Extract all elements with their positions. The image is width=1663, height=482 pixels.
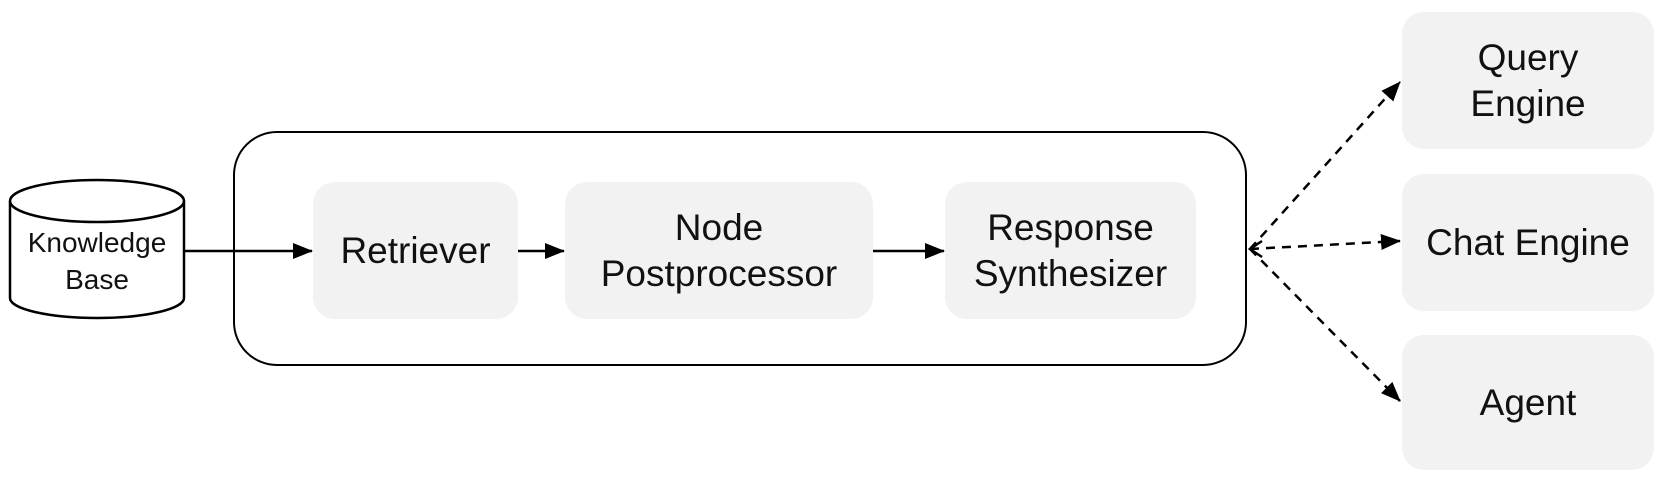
arrow-to-agent — [1249, 248, 1401, 402]
query-engine-node: Query Engine — [1402, 12, 1654, 149]
query-pipeline-container — [233, 131, 1247, 366]
arrow-origin-tick — [1247, 239, 1263, 259]
knowledge-base-cylinder — [8, 178, 186, 320]
chat-engine-node: Chat Engine — [1402, 174, 1654, 311]
knowledge-base-label: Knowledge Base — [27, 227, 167, 295]
arrow-to-chat-engine — [1249, 234, 1401, 251]
chat-engine-label: Chat Engine — [1426, 221, 1630, 263]
agent-node: Agent — [1402, 335, 1654, 470]
arrow-to-query-engine — [1249, 81, 1401, 250]
response-synthesizer-label: Response Synthesizer — [973, 206, 1168, 294]
node-postprocessor-label: Node Postprocessor — [600, 206, 838, 294]
retriever-node: Retriever — [313, 182, 518, 319]
dashed-arrows-to-outputs — [1247, 81, 1401, 402]
node-postprocessor-node: Node Postprocessor — [565, 182, 873, 319]
response-synthesizer-node: Response Synthesizer — [945, 182, 1196, 319]
retriever-label: Retriever — [340, 229, 491, 271]
query-engine-label: Query Engine — [1470, 36, 1586, 124]
agent-label: Agent — [1479, 381, 1577, 423]
